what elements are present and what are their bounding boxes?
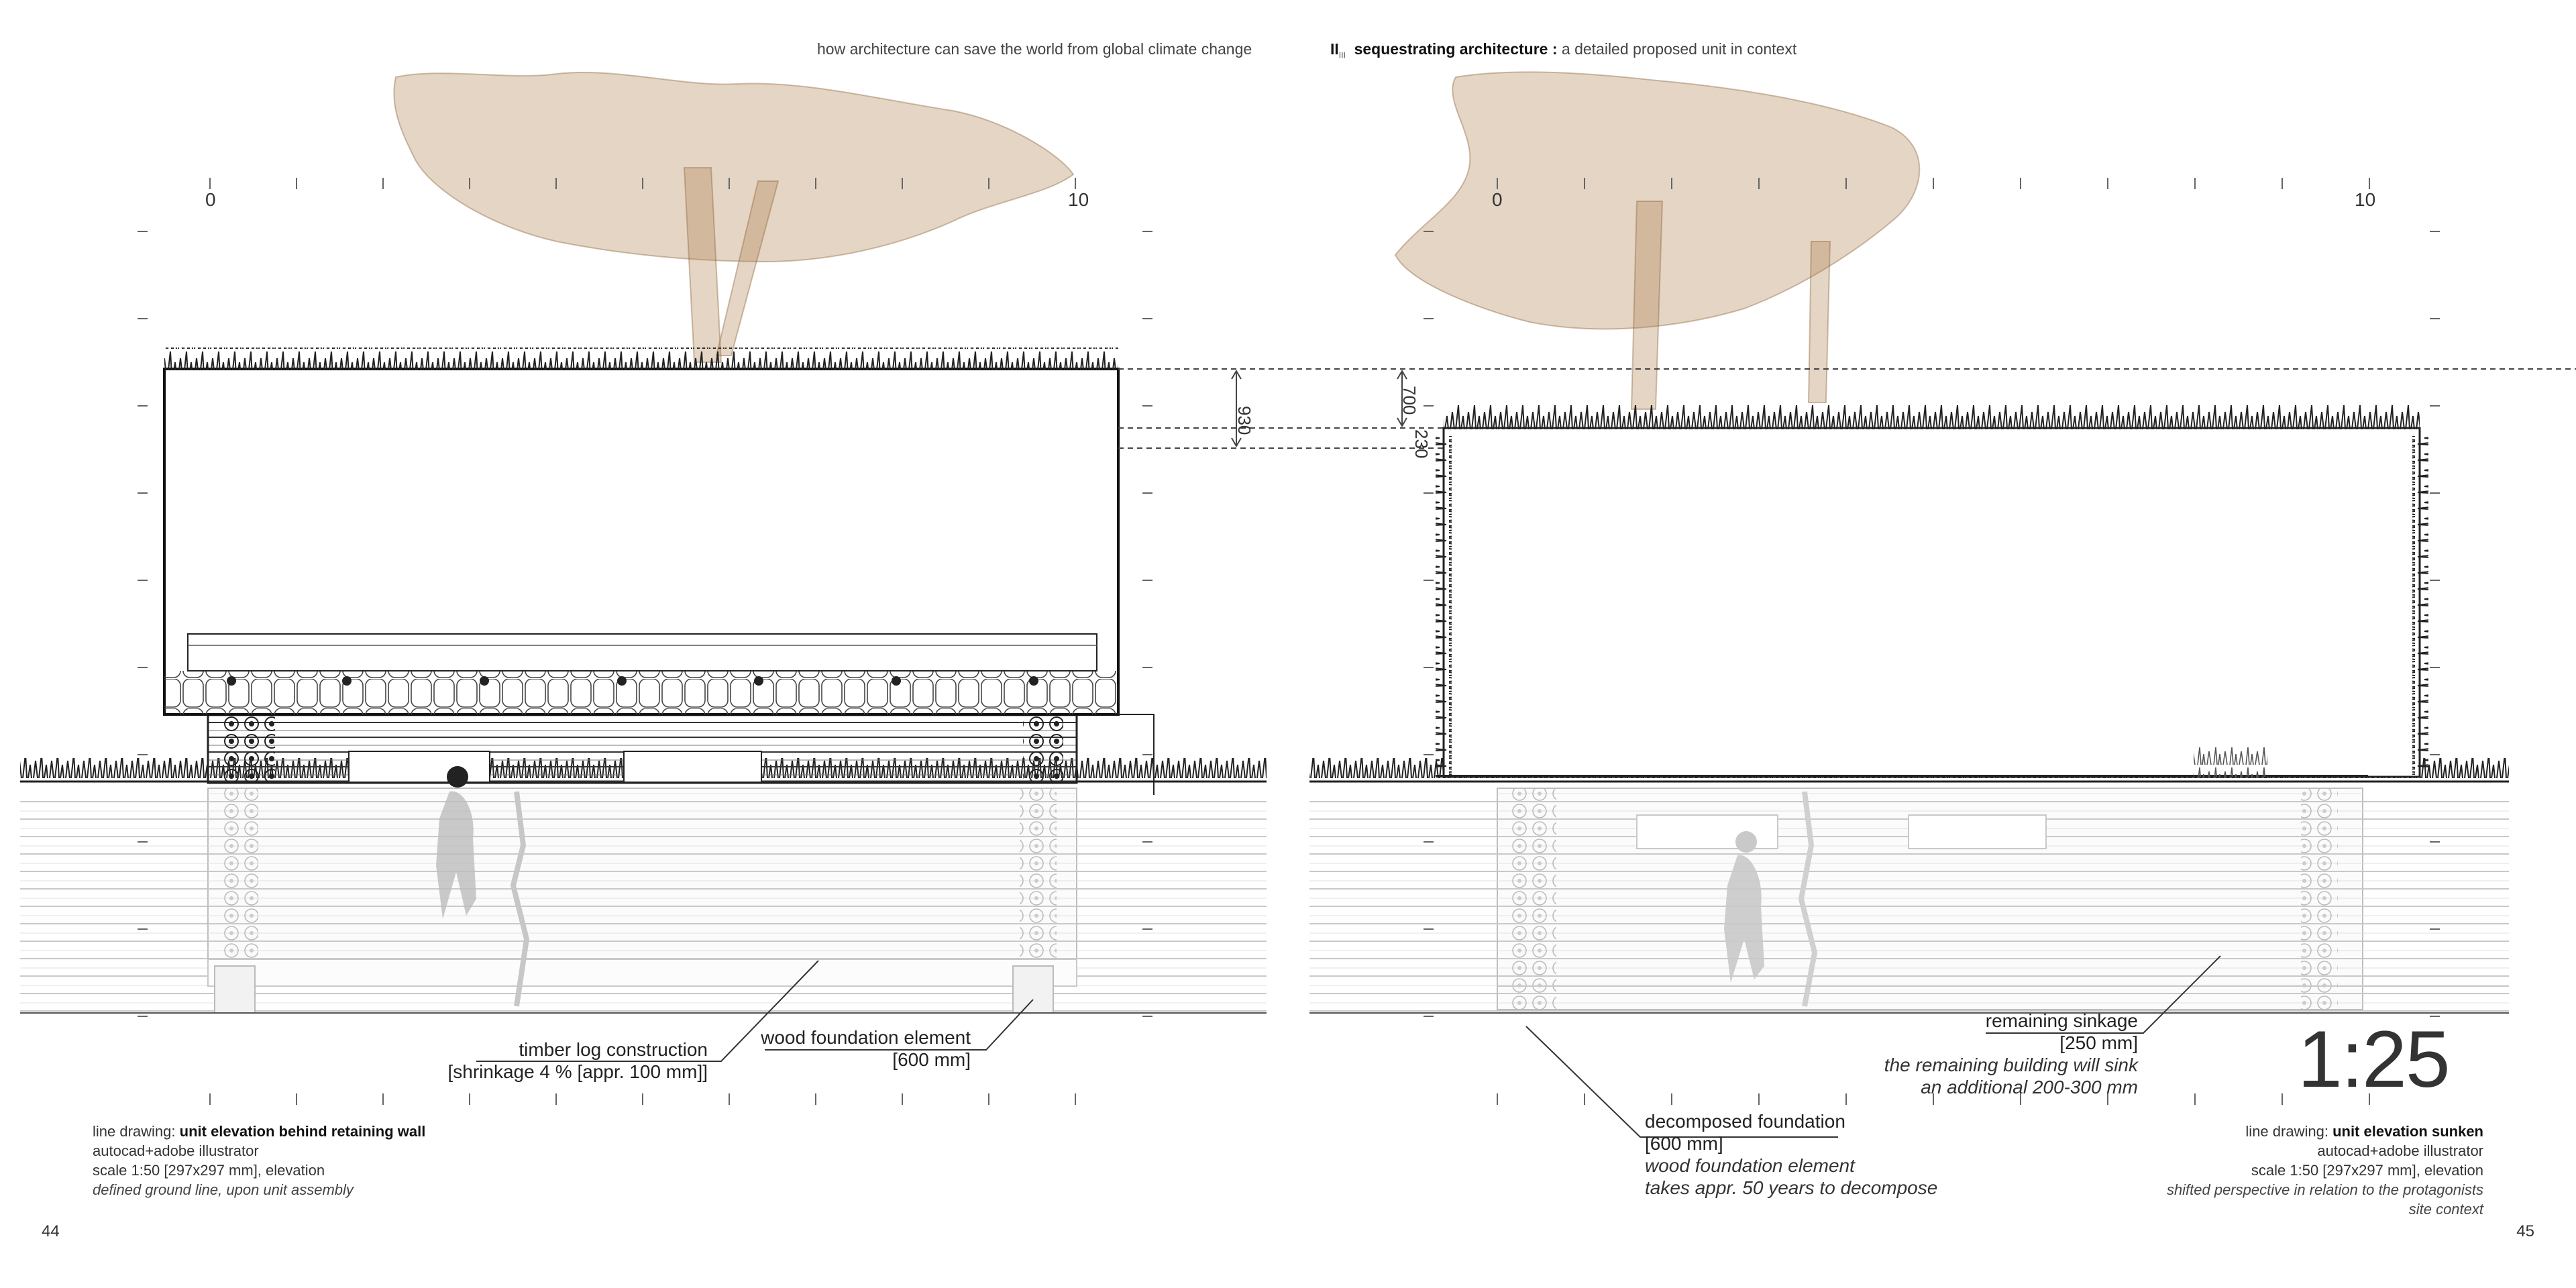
left-unit <box>163 347 1155 795</box>
label-decomposed-foundation: decomposed foundation [600 mm] wood foun… <box>1645 1110 1937 1199</box>
dimension-930: 930 <box>1234 406 1254 435</box>
dimension-700: 700 <box>1399 386 1419 415</box>
label-wood-foundation-title: wood foundation element <box>761 1027 971 1048</box>
scale-ticks-right <box>1424 178 2440 1105</box>
caption-left-line3: scale 1:50 [297x297 mm], elevation <box>93 1162 325 1179</box>
tree-left <box>393 72 1075 363</box>
caption-right-line4: shifted perspective in relation to the p… <box>2166 1181 2483 1198</box>
header-right-bold: sequestrating architecture : <box>1354 40 1558 58</box>
label-timber-log-detail: [shrinkage 4 % [appr. 100 mm]] <box>447 1061 708 1082</box>
label-wood-foundation-detail: [600 mm] <box>892 1049 971 1070</box>
caption-right-prefix: line drawing: <box>2245 1123 2333 1140</box>
left-figure <box>436 766 476 919</box>
scale-left-start: 0 <box>205 189 216 210</box>
label-decomposed-note1: wood foundation element <box>1645 1155 1855 1176</box>
caption-left-line4: defined ground line, upon unit assembly <box>93 1181 354 1198</box>
label-sinkage-title: remaining sinkage <box>1985 1010 2138 1031</box>
left-bolts <box>227 676 1038 686</box>
label-timber-log-title: timber log construction <box>519 1039 708 1060</box>
caption-right-line3: scale 1:50 [297x297 mm], elevation <box>2251 1162 2483 1179</box>
caption-right-title: unit elevation sunken <box>2332 1123 2483 1140</box>
left-underground-logs <box>20 788 1267 1014</box>
page-number-left: 44 <box>42 1222 60 1240</box>
scale-ratio-1-25: 1:25 <box>2298 1014 2451 1104</box>
caption-left-prefix: line drawing: <box>93 1123 180 1140</box>
caption-left-line2: autocad+adobe illustrator <box>93 1142 259 1159</box>
header-right-prefix: II <box>1330 40 1339 58</box>
scale-right-start: 0 <box>1492 189 1503 210</box>
label-decomposed-title: decomposed foundation <box>1645 1111 1845 1132</box>
caption-left-title: unit elevation behind retaining wall <box>179 1123 426 1140</box>
caption-right: line drawing: unit elevation sunken auto… <box>2167 1122 2483 1219</box>
page-number-right: 45 <box>2516 1222 2534 1240</box>
dimension-lines <box>1118 368 2576 449</box>
label-wood-foundation: wood foundation element [600 mm] <box>761 1026 971 1071</box>
right-figure <box>1724 831 1764 983</box>
label-timber-log: timber log construction [shrinkage 4 % [… <box>447 1038 708 1083</box>
scale-left-end: 10 <box>1068 189 1089 210</box>
label-remaining-sinkage: remaining sinkage [250 mm] the remaining… <box>1884 1010 2138 1098</box>
label-sinkage-note1: the remaining building will sink <box>1884 1055 2138 1075</box>
header-left: how architecture can save the world from… <box>817 40 1252 58</box>
scale-right-end: 10 <box>2355 189 2376 210</box>
header-right-sub: III <box>1338 50 1346 60</box>
label-sinkage-detail: [250 mm] <box>2059 1032 2138 1053</box>
caption-right-line5: site context <box>2408 1201 2483 1218</box>
label-decomposed-detail: [600 mm] <box>1645 1133 1723 1154</box>
header-right-rest: a detailed proposed unit in context <box>1557 40 1797 58</box>
caption-left: line drawing: unit elevation behind reta… <box>93 1122 425 1199</box>
tree-right <box>1394 71 1921 410</box>
label-decomposed-note2: takes appr. 50 years to decompose <box>1645 1177 1938 1198</box>
dimension-230: 230 <box>1411 429 1432 459</box>
header-right: IIIII sequestrating architecture : a det… <box>1330 40 1796 60</box>
caption-right-line2: autocad+adobe illustrator <box>2317 1142 2483 1159</box>
right-underground-logs <box>1309 788 2509 1013</box>
scale-ticks-left <box>138 178 1152 1105</box>
label-sinkage-note2: an additional 200-300 mm <box>1921 1077 2138 1097</box>
right-unit <box>1436 402 2428 778</box>
leader-lines <box>476 955 2221 1138</box>
